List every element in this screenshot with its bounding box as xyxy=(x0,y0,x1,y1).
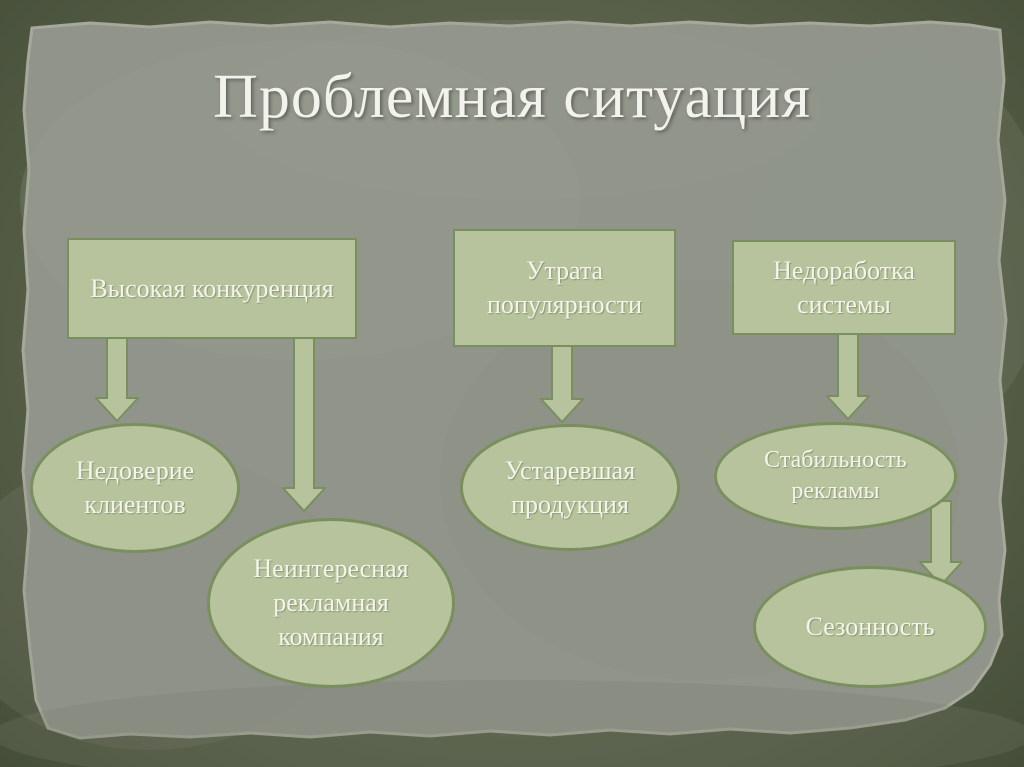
slide-title: Проблемная ситуация xyxy=(213,63,811,131)
node-label: Неинтересная рекламная компания xyxy=(253,554,409,651)
node-label: Недоверие клиентов xyxy=(75,456,195,519)
node-box-high-competition: Высокая конкуренция xyxy=(67,238,357,339)
node-box-system-flaws: Недоработка системы xyxy=(732,240,956,335)
node-label: Устаревшая продукция xyxy=(504,455,636,519)
node-label: Утрата популярности xyxy=(487,256,642,319)
node-ellipse-uninteresting-campaign: Неинтересная рекламная компания xyxy=(207,518,455,688)
arrow-down-icon-popularity-to-products xyxy=(540,340,584,424)
arrow-down-icon-competition-to-campaign xyxy=(282,335,326,513)
node-label: Стабильность рекламы xyxy=(764,446,907,504)
node-ellipse-advertising-stability: Стабильность рекламы xyxy=(714,422,957,530)
arrow-down-icon-stability-to-season xyxy=(919,500,963,587)
arrow-down-icon-competition-to-distrust xyxy=(95,335,139,423)
node-box-popularity-loss: Утрата популярности xyxy=(453,229,676,347)
node-label: Недоработка системы xyxy=(773,255,915,319)
node-ellipse-client-distrust: Недоверие клиентов xyxy=(30,423,240,553)
node-label: Высокая конкуренция xyxy=(90,273,334,303)
node-label: Сезонность xyxy=(805,612,935,642)
node-ellipse-seasonality: Сезонность xyxy=(753,566,987,688)
arrow-down-icon-system-to-stability xyxy=(826,332,870,421)
node-ellipse-outdated-products: Устаревшая продукция xyxy=(460,424,680,551)
